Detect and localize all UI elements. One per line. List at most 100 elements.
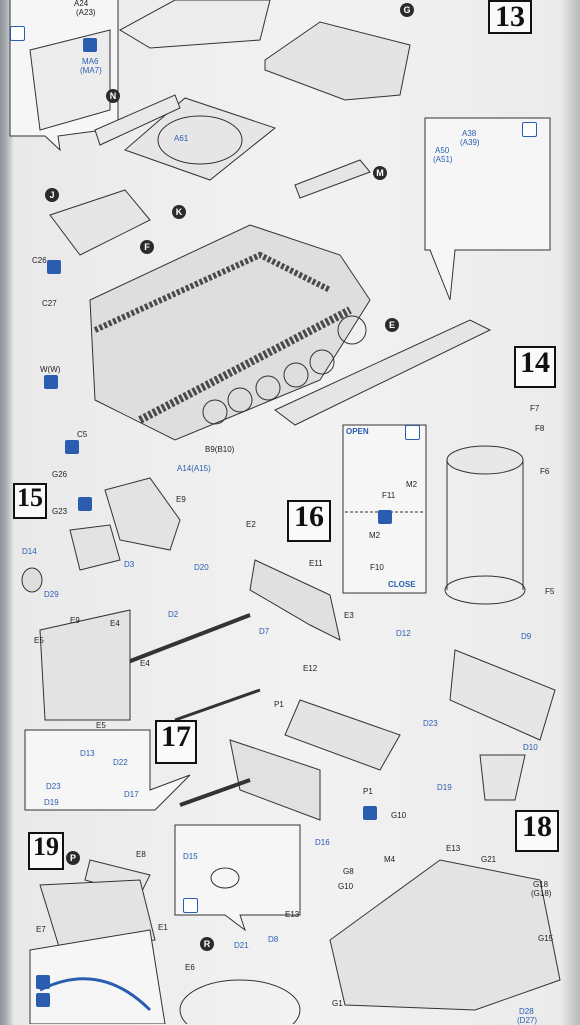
part-label: A14(A15) (177, 464, 211, 473)
part-label: E9 (176, 495, 186, 504)
part-label: E8 (136, 850, 146, 859)
part-label: (MA7) (80, 66, 102, 75)
part-label: M4 (384, 855, 396, 864)
part-label: P1 (363, 787, 373, 796)
glue-icon (10, 26, 25, 41)
part-label: C26 (32, 256, 47, 265)
part-label: G26 (52, 470, 68, 479)
glue-icon (405, 425, 420, 440)
part-label: A61 (174, 134, 189, 143)
open-label: OPEN (346, 427, 369, 436)
part-label: D13 (80, 749, 95, 758)
part-label: (A23) (76, 8, 96, 17)
paint-icon (78, 497, 92, 511)
subassembly-p-marker: P (66, 851, 80, 865)
part-label: D2 (168, 610, 179, 619)
part-label: D28 (519, 1007, 534, 1016)
paint-icon (44, 375, 58, 389)
figure-icon (363, 806, 377, 820)
part-label: (A39) (460, 138, 480, 147)
part-label: G21 (481, 855, 497, 864)
part-label: (D27) (517, 1016, 538, 1025)
part-label: W(W) (40, 365, 61, 374)
part-label: E3 (344, 611, 354, 620)
part-label: E13 (446, 844, 461, 853)
paint-icon (65, 440, 79, 454)
part-label: G15 (538, 934, 554, 943)
paint-icon (83, 38, 97, 52)
part-label: D3 (124, 560, 135, 569)
part-label: G23 (52, 507, 68, 516)
step-18-number: 18 (515, 810, 559, 852)
part-label: A24 (74, 0, 89, 8)
part-label: MA6 (82, 57, 99, 66)
part-label: F8 (535, 424, 545, 433)
step-17-number: 17 (155, 720, 197, 764)
part-label: (G18) (531, 889, 552, 898)
part-label: E2 (246, 520, 256, 529)
part-label: D19 (437, 783, 452, 792)
step-14-number: 14 (514, 346, 556, 388)
part-label: G10 (391, 811, 407, 820)
part-label: G18 (533, 880, 549, 889)
paint-icon (47, 260, 61, 274)
glue-icon (522, 122, 537, 137)
part-label: C5 (77, 430, 88, 439)
part-label: F6 (540, 467, 550, 476)
part-label: D14 (22, 547, 37, 556)
part-label: D22 (113, 758, 128, 767)
paint-icon (36, 993, 50, 1007)
part-label: D23 (423, 719, 438, 728)
part-label: E5 (96, 721, 106, 730)
subassembly-f-marker: F (140, 240, 154, 254)
subassembly-e-marker: E (385, 318, 399, 332)
part-label: E4 (140, 659, 150, 668)
part-label: D19 (44, 798, 59, 807)
part-label: C27 (42, 299, 57, 308)
close-label: CLOSE (388, 580, 416, 589)
part-label: E4 (110, 619, 120, 628)
part-label: D17 (124, 790, 139, 799)
part-label: D21 (234, 941, 249, 950)
part-label: E13 (285, 910, 300, 919)
paint-icon (36, 975, 50, 989)
glue-icon (183, 898, 198, 913)
part-label: A38 (462, 129, 477, 138)
part-label: F7 (530, 404, 540, 413)
part-label: G10 (338, 882, 354, 891)
part-label: E9 (70, 616, 80, 625)
part-label: D12 (396, 629, 411, 638)
part-label: F11 (382, 491, 396, 500)
subassembly-r-marker: R (200, 937, 214, 951)
part-label: D15 (183, 852, 198, 861)
part-label: F10 (370, 563, 384, 572)
part-label: D16 (315, 838, 330, 847)
part-label: D10 (523, 743, 538, 752)
part-label: M2 (406, 480, 418, 489)
part-label: D9 (521, 632, 532, 641)
step-16-number: 16 (287, 500, 331, 542)
part-label: A50 (435, 146, 450, 155)
part-label: G8 (343, 867, 354, 876)
part-label: E1 (158, 923, 168, 932)
subassembly-j-marker: J (45, 188, 59, 202)
part-label: E12 (303, 664, 318, 673)
part-label: F5 (545, 587, 555, 596)
part-label: G1 (332, 999, 343, 1008)
part-label: D23 (46, 782, 61, 791)
paint-icon (378, 510, 392, 524)
part-label: D20 (194, 563, 209, 572)
part-label: M2 (369, 531, 381, 540)
subassembly-m-marker: M (373, 166, 387, 180)
part-label: (A51) (433, 155, 453, 164)
part-label: E11 (309, 559, 323, 568)
part-label: D7 (259, 627, 270, 636)
step-19-number: 19 (28, 832, 64, 870)
part-label: E6 (185, 963, 195, 972)
part-label: D29 (44, 590, 59, 599)
part-label: D8 (268, 935, 279, 944)
part-label: E5 (34, 636, 44, 645)
step-13-number: 13 (488, 0, 532, 34)
part-label: E7 (36, 925, 46, 934)
